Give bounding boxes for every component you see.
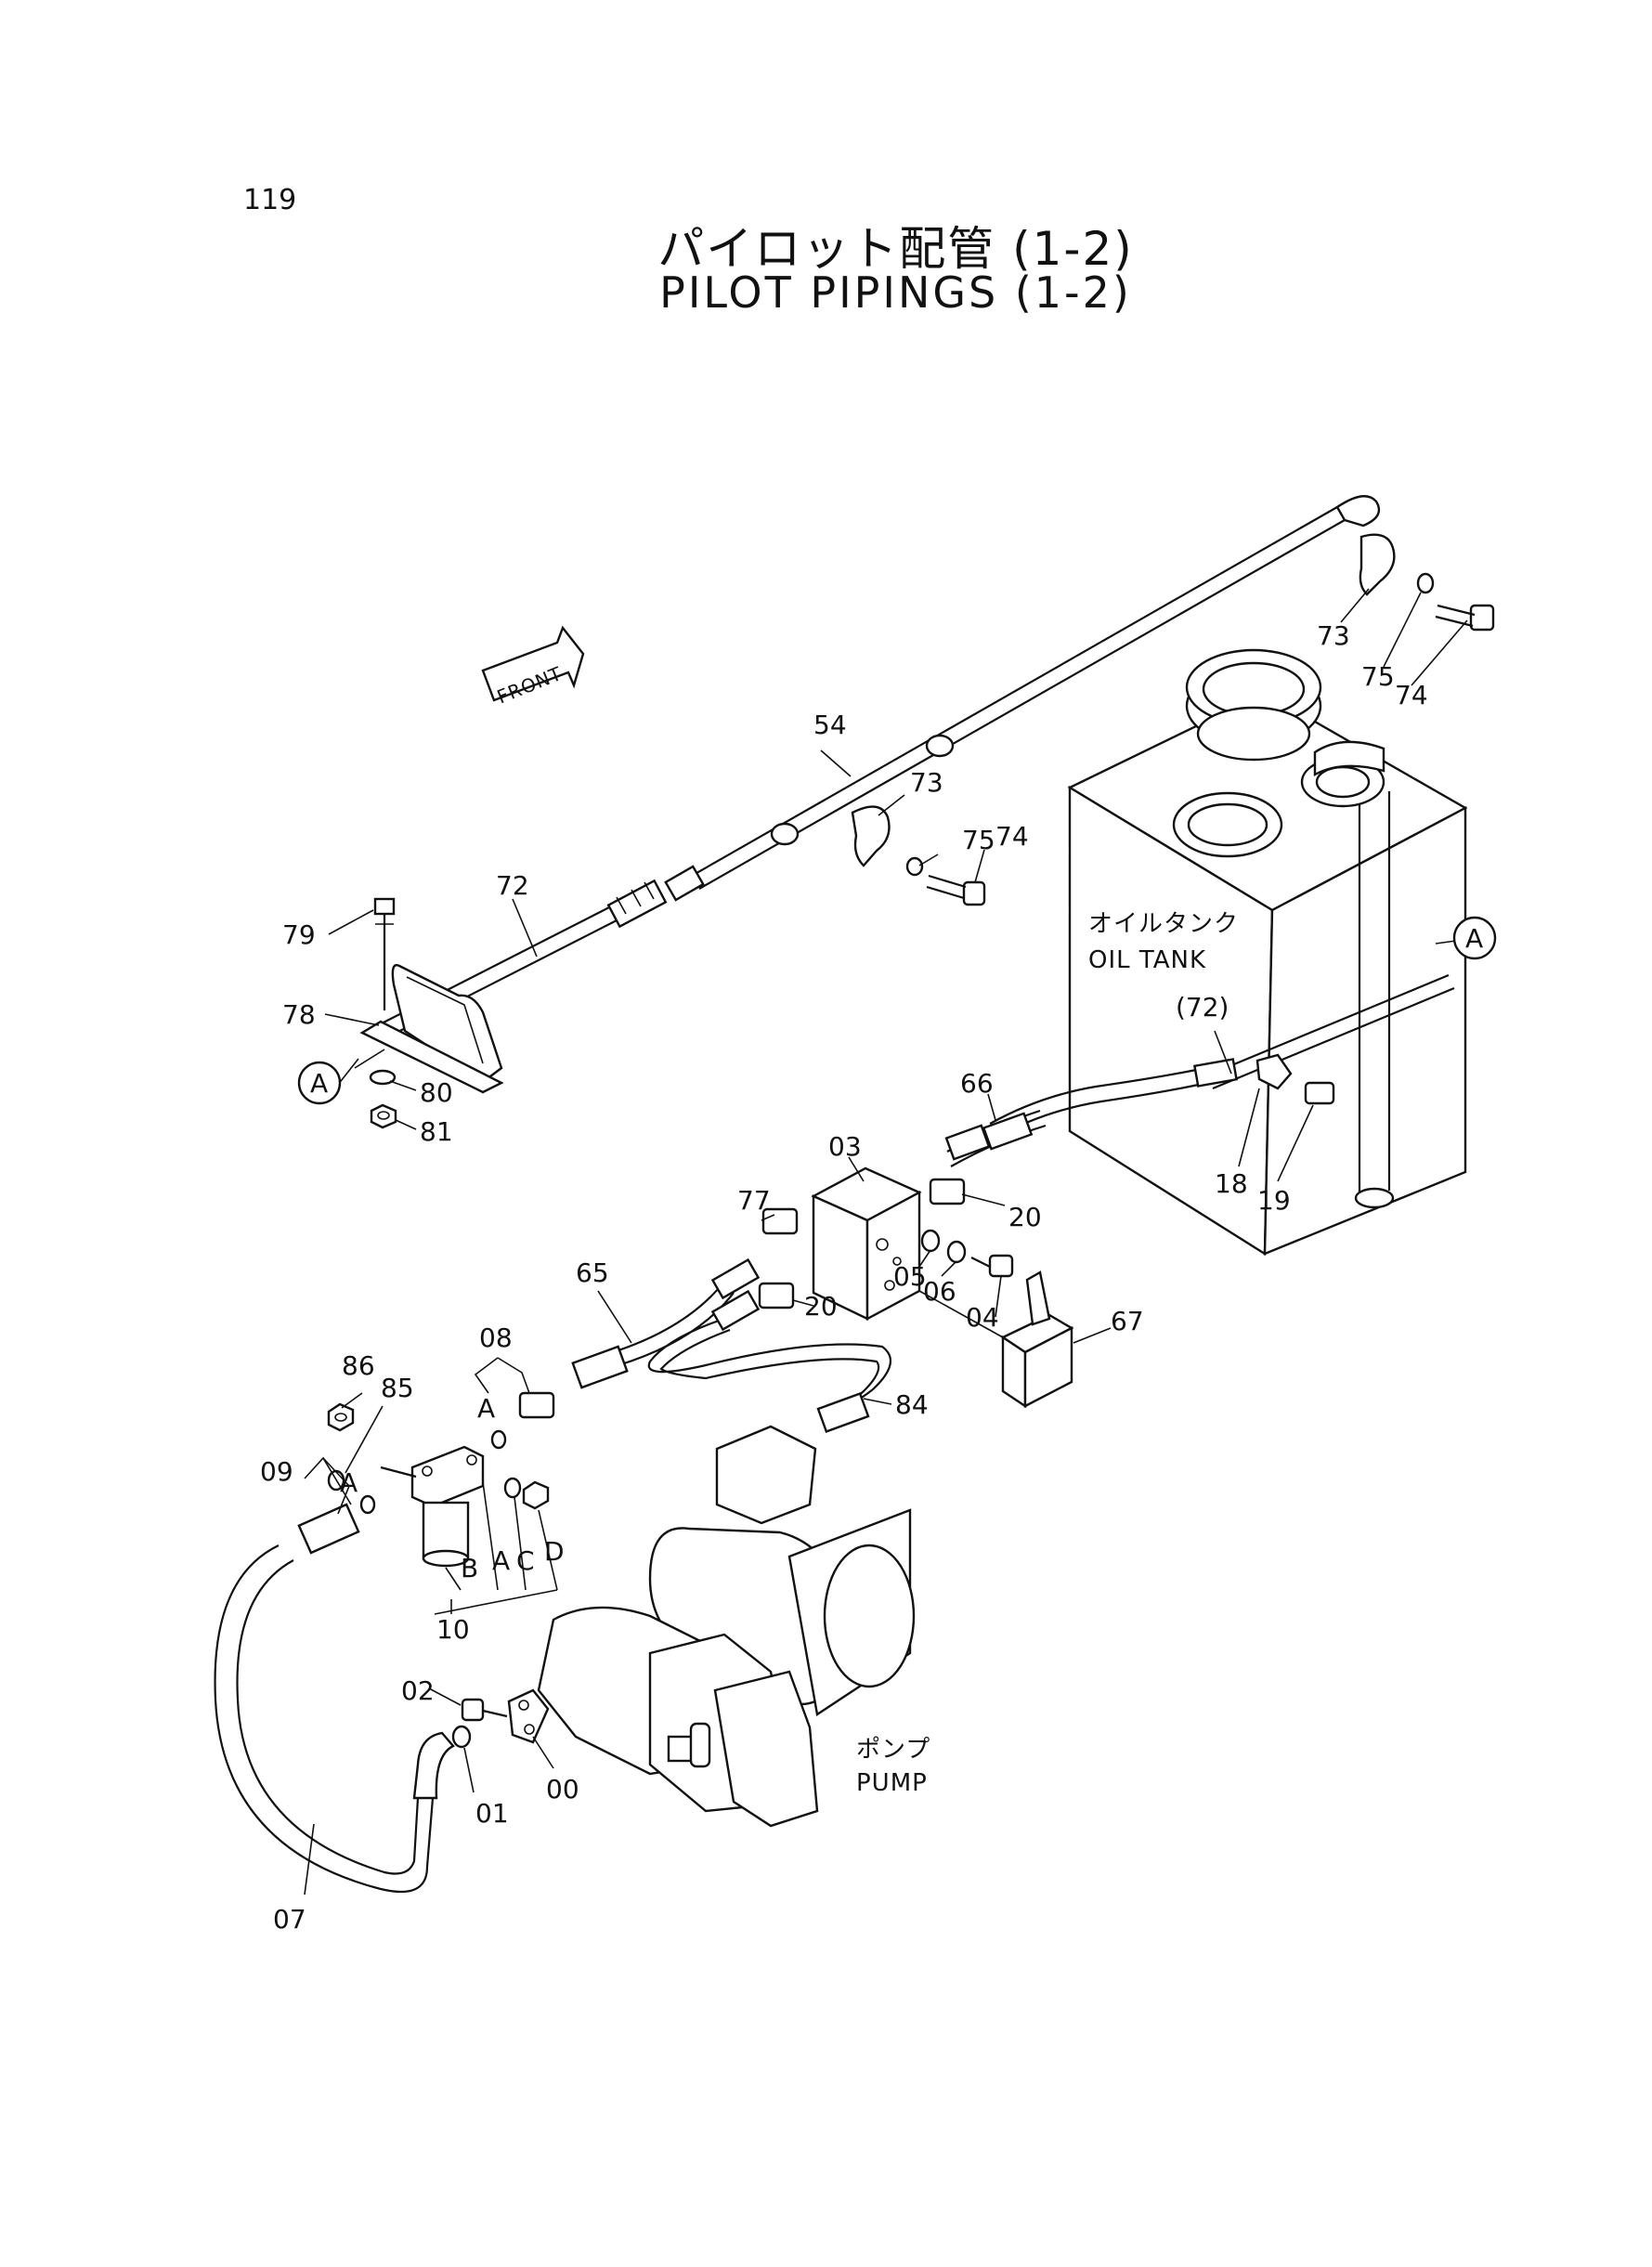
label-20-bottom: 20 xyxy=(804,1291,838,1322)
label-20-top: 20 xyxy=(1008,1202,1042,1232)
pipe-54 xyxy=(664,495,1381,902)
reference-a-right-label: A xyxy=(1465,923,1483,954)
adapter-20-top xyxy=(929,1178,966,1205)
sub-letter-a-08: A xyxy=(477,1393,495,1424)
label-77: 77 xyxy=(737,1185,771,1216)
label-80: 80 xyxy=(420,1077,453,1108)
leader-lines xyxy=(304,588,1477,1896)
elbow-18 xyxy=(1255,1053,1293,1090)
label-08: 08 xyxy=(479,1322,513,1353)
label-04: 04 xyxy=(966,1302,999,1333)
sub-letter-b: B xyxy=(461,1553,478,1583)
oil-tank: オイルタンク OIL TANK xyxy=(1067,648,1468,1257)
label-66: 66 xyxy=(960,1068,994,1099)
sub-letter-a-09: A xyxy=(340,1467,358,1498)
clamp-73-mid xyxy=(851,805,891,867)
label-78: 78 xyxy=(282,999,316,1030)
adapter-20-bottom xyxy=(758,1282,795,1309)
oring-06 xyxy=(946,1240,967,1264)
page-number: 119 xyxy=(243,184,297,216)
oring-08a xyxy=(490,1429,507,1450)
label-72-ref: (72) xyxy=(1176,992,1229,1023)
bolt-02 xyxy=(461,1698,508,1722)
pump: ポンプ PUMP xyxy=(537,1425,930,1828)
flange-00 xyxy=(507,1688,550,1744)
bolt-04 xyxy=(970,1254,1014,1278)
sub-letter-a-10: A xyxy=(492,1545,510,1576)
label-65: 65 xyxy=(576,1257,609,1288)
sub-letter-d: D xyxy=(544,1536,565,1567)
tank-port-large xyxy=(1185,648,1322,762)
nut-86 xyxy=(327,1402,355,1432)
label-72: 72 xyxy=(496,870,529,901)
label-84: 84 xyxy=(895,1389,929,1420)
label-73-mid: 73 xyxy=(910,767,943,798)
reference-a-right: A xyxy=(1452,916,1497,960)
label-73-top: 73 xyxy=(1317,620,1350,651)
label-79: 79 xyxy=(282,919,316,950)
oil-tank-label-jp: オイルタンク xyxy=(1088,910,1239,938)
label-86: 86 xyxy=(342,1350,375,1381)
label-85: 85 xyxy=(381,1373,414,1403)
front-arrow: FRONT xyxy=(481,625,585,709)
valve-67 xyxy=(918,1270,1074,1409)
sub-letter-c: C xyxy=(516,1545,535,1576)
bracket xyxy=(359,964,504,1094)
filter-10 xyxy=(380,1445,485,1568)
pump-label-en: PUMP xyxy=(856,1769,928,1797)
hose-84 xyxy=(647,1289,892,1433)
washer-75-top xyxy=(1416,572,1435,594)
oring-09a xyxy=(359,1494,376,1515)
label-10: 10 xyxy=(436,1614,470,1645)
pump-label-jp: ポンプ xyxy=(856,1736,930,1764)
title-english: PILOT PIPINGS (1-2) xyxy=(659,267,1132,318)
label-09: 09 xyxy=(260,1456,293,1487)
oring-05 xyxy=(920,1229,941,1253)
washer-75-mid xyxy=(905,856,924,877)
reference-a-left-label: A xyxy=(310,1068,328,1099)
hose-65 xyxy=(571,1257,761,1389)
adapter-19 xyxy=(1304,1081,1335,1105)
label-01: 01 xyxy=(475,1798,509,1829)
label-03: 03 xyxy=(828,1131,862,1162)
bolt-74-mid xyxy=(926,874,986,906)
label-74-top: 74 xyxy=(1395,680,1428,710)
washer-80 xyxy=(369,1069,397,1086)
tank-port-small xyxy=(1172,791,1283,858)
oil-tank-label-en: OIL TANK xyxy=(1088,946,1206,974)
clamp-73-top xyxy=(1359,533,1396,596)
nut-d xyxy=(522,1480,550,1510)
reference-a-left: A xyxy=(297,1061,342,1105)
tank-port-right xyxy=(1300,740,1385,808)
oring-01 xyxy=(451,1725,472,1749)
hose-66 xyxy=(944,1058,1238,1167)
label-19: 19 xyxy=(1257,1185,1291,1216)
label-75-top: 75 xyxy=(1361,661,1395,692)
tank-standpipe xyxy=(1354,791,1395,1209)
ring-c xyxy=(503,1477,522,1499)
label-67: 67 xyxy=(1111,1306,1144,1336)
part-labels: 54 72 (72) 73 73 75 75 74 74 79 78 80 81… xyxy=(260,620,1428,1935)
adapter-08 xyxy=(518,1391,555,1419)
title-japanese: パイロット配管 (1-2) xyxy=(657,222,1134,276)
pipe-72-ref-segment xyxy=(1206,973,1455,1090)
label-18: 18 xyxy=(1215,1168,1248,1199)
label-75-mid: 75 xyxy=(962,825,995,855)
label-00: 00 xyxy=(546,1774,579,1804)
label-05: 05 xyxy=(893,1261,927,1292)
label-54: 54 xyxy=(813,710,847,740)
label-74-mid: 74 xyxy=(995,821,1029,852)
bolt-74-top xyxy=(1435,604,1495,632)
label-07: 07 xyxy=(273,1904,306,1935)
hose-07 xyxy=(214,1503,455,1894)
bolt-79 xyxy=(373,897,396,1010)
label-06: 06 xyxy=(923,1276,956,1307)
nut-81 xyxy=(370,1103,397,1129)
label-81: 81 xyxy=(420,1116,453,1147)
label-02: 02 xyxy=(401,1675,435,1706)
